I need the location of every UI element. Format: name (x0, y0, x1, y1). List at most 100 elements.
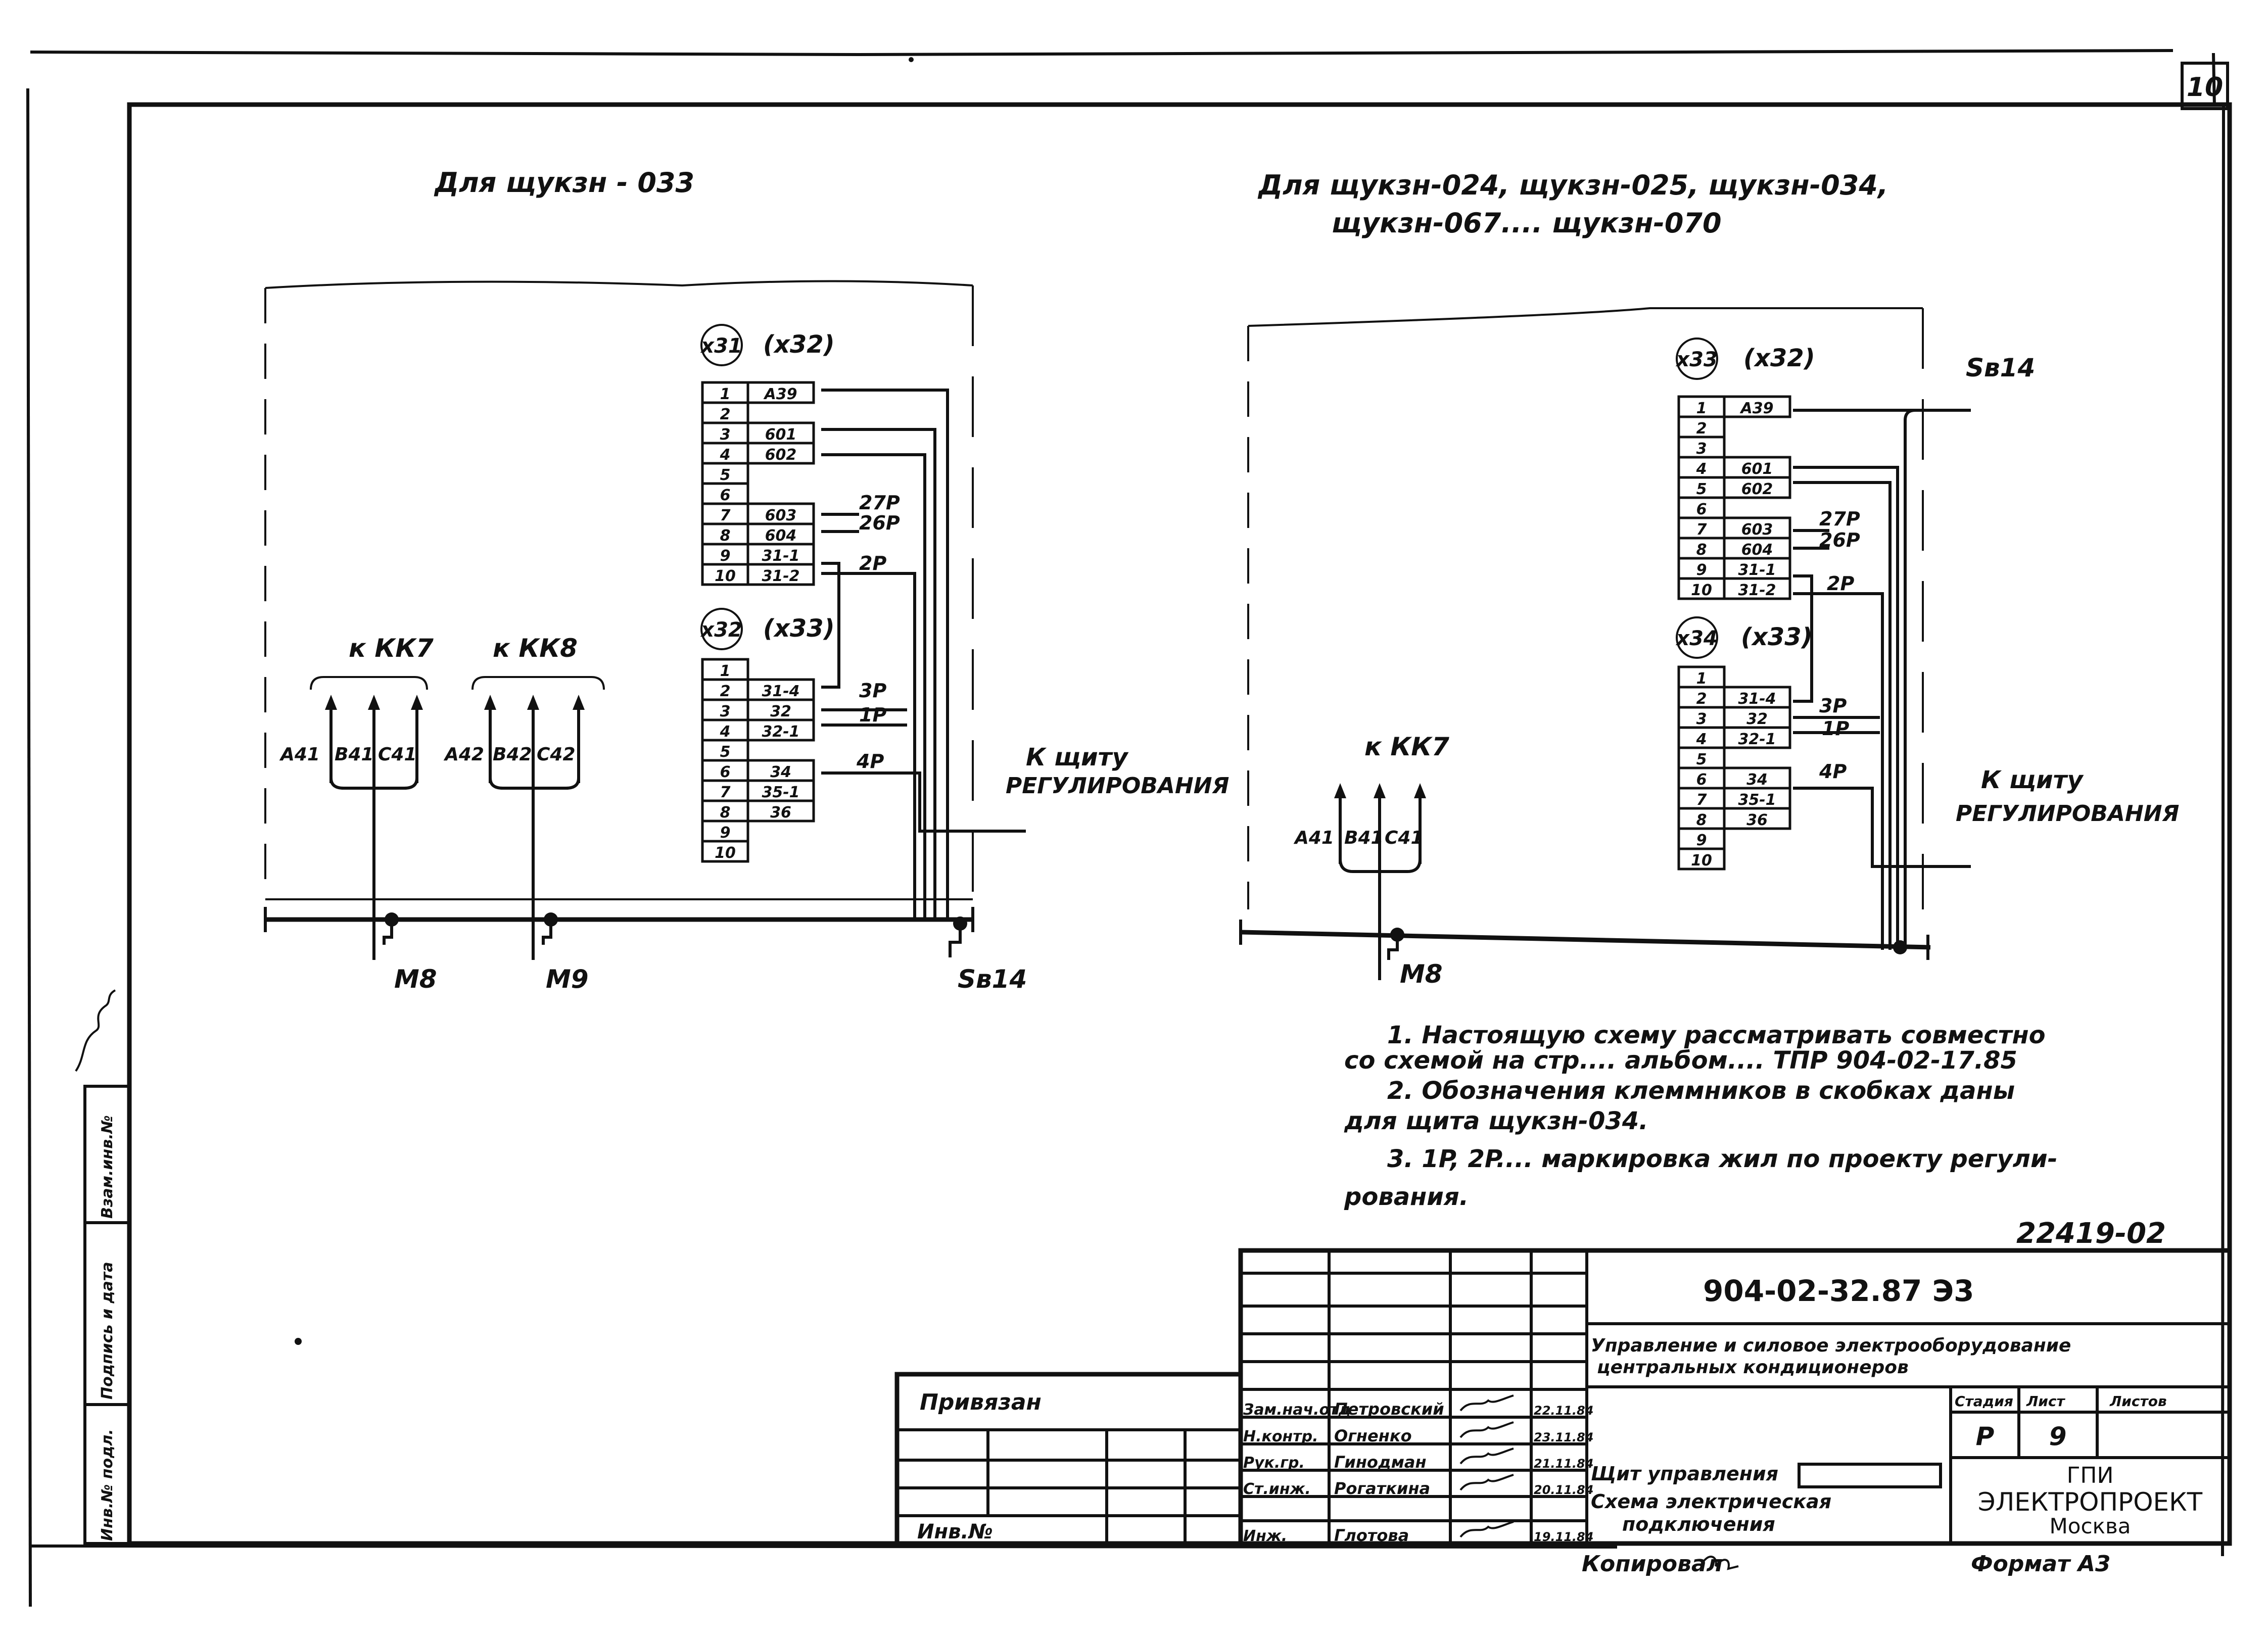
left-group-kk8-title: к КК8 (493, 634, 578, 663)
right-lower-terminal-number: 8 (1696, 811, 1707, 829)
archive-number: 22419-02 (2016, 1217, 2166, 1250)
staff-role: Зам.нач.отд (1243, 1401, 1351, 1419)
staff-role: Н.контр. (1243, 1428, 1318, 1445)
left-upper-wire-cell (746, 442, 815, 465)
right-motor-m8: M8 (1400, 959, 1443, 989)
right-panel: Для щукзн-024, щукзн-025, щукзн-034, щук… (1239, 169, 2179, 989)
left-lower-wire-label: 36 (770, 804, 791, 822)
right-lower-wire-label: 32 (1746, 710, 1768, 728)
left-lower-terminal-number: 4 (720, 723, 731, 741)
right-mark-2p: 2P (1827, 572, 1854, 595)
left-lower-terminal-number: 6 (720, 763, 731, 781)
stray-dot-top (909, 57, 914, 62)
left-group-kk7: к КК7 A41 B41 C41 M8 (279, 634, 437, 994)
format-label: Формат А3 (1971, 1551, 2111, 1577)
right-group-kk7: к КК7 A41 B41 C41 M8 (1293, 732, 1449, 989)
right-lower-wire-label: 36 (1746, 811, 1768, 829)
staff-date: 22.11.84 (1534, 1404, 1593, 1418)
left-to-regulator-1: К щиту (1026, 743, 1128, 771)
right-upper-wire-label: 604 (1741, 541, 1773, 559)
right-group-kk7-title: к КК7 (1364, 732, 1449, 761)
left-upper-terminal-number: 3 (720, 426, 731, 444)
left-block-upper-id: x31 (700, 334, 742, 358)
right-mark-4p: 4P (1819, 760, 1847, 783)
left-upper-terminal-number: 6 (720, 487, 731, 504)
left-mark-3p: 3P (859, 680, 886, 702)
note-line-2: со схемой на стр.... альбом.... ТПР 904-… (1344, 1046, 2017, 1075)
left-mark-26p: 26P (859, 512, 900, 534)
right-upper-terminal-number: 4 (1696, 460, 1707, 478)
left-kk7-wire-b: B41 (335, 744, 374, 765)
left-lower-wire-label: 31-4 (762, 683, 799, 700)
staff-name: Огненко (1334, 1426, 1412, 1445)
left-upper-wire-label: 31-2 (762, 567, 799, 585)
right-sb14-top: Sв14 (1966, 353, 2035, 382)
side-stamp-signature: Подпись и дата (99, 1262, 116, 1399)
copied-by: Копировал (1582, 1551, 1723, 1577)
staff-role: Рук.гр. (1243, 1454, 1305, 1472)
left-lower-terminal-number: 1 (720, 662, 731, 680)
right-upper-terminal-number: 9 (1696, 561, 1707, 579)
org-line-2: ЭЛЕКТРОПРОЕКТ (1978, 1487, 2203, 1517)
left-upper-wire-label: 603 (765, 507, 797, 524)
left-upper-wire-label: 31-1 (762, 547, 799, 565)
left-upper-terminal-number: 8 (720, 527, 731, 545)
right-upper-wire-cell (1723, 476, 1791, 499)
right-lower-terminal-number: 3 (1696, 710, 1707, 728)
right-kk7-wire-c: C41 (1385, 828, 1424, 848)
doc-code: 904-02-32.87 Э3 (1703, 1274, 1974, 1308)
left-lower-wire-label: 32 (770, 703, 791, 720)
left-group-kk7-title: к КК7 (349, 634, 434, 663)
sheet-number: 10 (2187, 72, 2223, 103)
left-block-upper-alt: (x32) (763, 330, 835, 359)
privyazan-label: Привязан (920, 1389, 1042, 1415)
right-mark-26p: 26P (1819, 529, 1860, 551)
stray-dot (295, 1338, 302, 1345)
staff-name: Глотова (1334, 1526, 1409, 1545)
staff-date: 20.11.84 (1534, 1483, 1593, 1497)
left-to-regulator-2: РЕГУЛИРОВАНИЯ (1006, 773, 1229, 799)
right-lower-wire-label: 35-1 (1738, 791, 1776, 809)
right-lower-wire-label: 34 (1746, 771, 1768, 789)
left-lower-wire-cell (746, 718, 815, 742)
binding-block: Привязан Инв.№ (894, 1372, 1243, 1546)
right-lower-terminal-number: 5 (1696, 751, 1707, 768)
right-upper-terminal-number: 8 (1696, 541, 1707, 559)
left-wiring: 27P 26P 2P 3P 1P 4P (821, 389, 1026, 920)
right-upper-terminal-number: 10 (1691, 582, 1712, 599)
left-upper-wire-label: 602 (765, 446, 797, 464)
org-line-1: ГПИ (2067, 1463, 2114, 1488)
sheet-title-2: Схема электрическая (1591, 1490, 1831, 1513)
staff-date: 23.11.84 (1534, 1430, 1593, 1444)
right-upper-wire-label: 602 (1741, 480, 1773, 498)
left-upper-terminal-number: 2 (720, 406, 731, 423)
right-lower-terminal-number: 6 (1696, 771, 1707, 789)
sheet-title-1: Щит управления (1591, 1463, 1778, 1485)
right-upper-terminal-number: 1 (1696, 400, 1707, 417)
stage-value: Р (1976, 1422, 1995, 1451)
staff-date: 19.11.84 (1534, 1530, 1593, 1544)
right-mark-1p: 1P (1822, 717, 1849, 740)
right-upper-wire-label: 31-1 (1738, 561, 1776, 579)
left-title: Для щукзн - 033 (434, 167, 694, 199)
left-lower-terminal-number: 10 (715, 844, 736, 862)
left-mark-27p: 27P (859, 492, 900, 514)
right-upper-wire-label: 31-2 (1738, 582, 1776, 599)
left-upper-wire-label: A39 (764, 385, 797, 403)
left-lower-terminal-number: 3 (720, 703, 731, 720)
right-block-lower-alt: (x33) (1741, 623, 1813, 651)
right-block-lower-id: x34 (1675, 627, 1717, 650)
left-kk8-wire-b: B42 (493, 744, 532, 765)
right-to-regulator-1: К щиту (1981, 766, 2084, 794)
left-lower-terminal-number: 5 (720, 743, 731, 761)
left-lower-wire-label: 34 (770, 763, 791, 781)
right-upper-terminal-number: 3 (1696, 440, 1707, 458)
right-lower-terminal-number: 4 (1696, 731, 1707, 748)
left-mark-1p: 1P (859, 704, 886, 726)
staff-date: 21.11.84 (1534, 1457, 1593, 1471)
right-lower-terminal-number: 1 (1696, 670, 1707, 688)
